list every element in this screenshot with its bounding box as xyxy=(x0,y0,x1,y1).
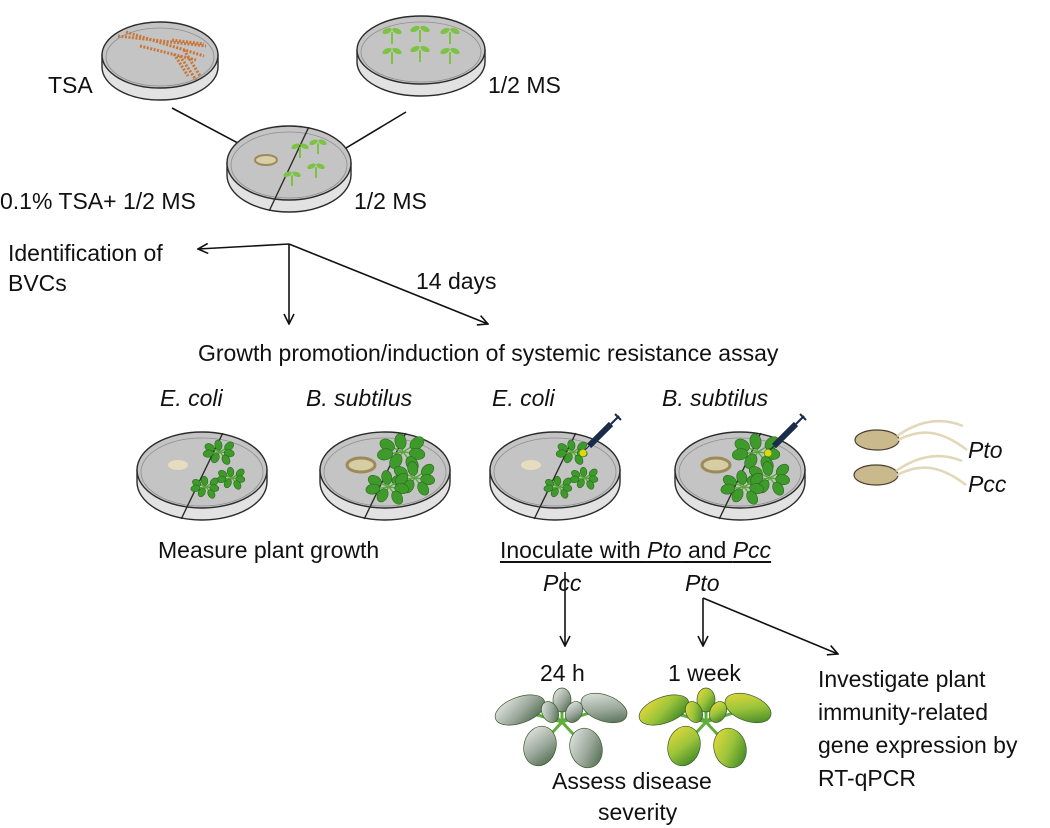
plate-ecoli-inoculated-agar xyxy=(489,431,621,509)
label-24h: 24 h xyxy=(540,660,585,686)
label-ecoli-1: E. coli xyxy=(160,385,223,411)
bacterial-streak xyxy=(178,55,198,81)
tsa-colony xyxy=(254,154,278,166)
seedling xyxy=(382,47,402,64)
plate-ecoli-growth xyxy=(136,431,268,521)
label-investigate-1: Investigate plant xyxy=(818,666,986,692)
rosette xyxy=(720,470,764,505)
label-tsa: TSA xyxy=(48,72,93,98)
plates-layer xyxy=(101,15,806,521)
label-assess-2: severity xyxy=(598,799,678,825)
plate-ecoli-inoculated-syringe xyxy=(579,413,622,457)
colony-ring xyxy=(345,456,377,474)
bacterial-streak xyxy=(182,49,202,77)
label-inoculate: Inoculate with Pto and Pcc xyxy=(500,537,771,563)
seedling xyxy=(440,47,460,64)
plate-bsub-growth xyxy=(319,431,451,521)
plant-pcc-diseased xyxy=(494,687,628,769)
plate-ecoli-growth-rim xyxy=(140,437,264,507)
rosette xyxy=(216,466,246,490)
bacterial-streak xyxy=(172,53,190,77)
rosette xyxy=(377,433,426,472)
plate-divided xyxy=(226,125,352,213)
label-investigate-4: RT-qPCR xyxy=(818,765,916,791)
seedling xyxy=(410,25,430,42)
plate-bsub-growth-rim xyxy=(323,437,447,507)
plate-bsub-inoculated-rim xyxy=(678,437,802,507)
plate-ecoli-growth-agar xyxy=(136,431,268,509)
label-branch-pto: Pto xyxy=(685,570,720,596)
inoculate-pto: Pto xyxy=(647,537,682,563)
extras-layer xyxy=(494,413,968,769)
plate-ecoli-inoculated xyxy=(489,431,621,521)
bacterium-pcc xyxy=(853,454,967,486)
bacterial-streak xyxy=(139,44,197,62)
rosette xyxy=(543,475,573,499)
seedling xyxy=(283,171,301,186)
colony-ring xyxy=(700,456,732,474)
inoculate-and: and xyxy=(681,537,733,563)
plate-half-ms-rim xyxy=(360,21,482,83)
rosette xyxy=(190,475,220,499)
label-bsub-2: B. subtilus xyxy=(662,385,769,411)
inoculum-droplet xyxy=(764,449,772,457)
plate-bsub-inoculated xyxy=(674,431,806,521)
inoculate-text: Inoculate with xyxy=(500,537,648,563)
label-1week: 1 week xyxy=(668,660,741,686)
seedling xyxy=(307,163,325,178)
label-measure: Measure plant growth xyxy=(158,537,380,563)
plate-bsub-inoculated-syringe xyxy=(764,413,807,457)
rosette xyxy=(202,439,235,465)
seedling xyxy=(382,27,402,44)
colony-small xyxy=(168,460,188,470)
seedling xyxy=(440,27,460,44)
plate-divided-agar xyxy=(226,125,352,201)
bacterial-streak xyxy=(125,30,205,58)
rosette xyxy=(569,466,599,490)
label-pcc-legend: Pcc xyxy=(968,471,1007,497)
label-investigate-3: gene expression by xyxy=(818,732,1018,758)
label-half-ms-top: 1/2 MS xyxy=(488,72,561,98)
seedling xyxy=(291,143,309,158)
bacterial-streak xyxy=(117,34,207,48)
colony-small xyxy=(521,460,541,470)
bacterium-pto xyxy=(854,419,968,451)
label-branch-pcc: Pcc xyxy=(543,570,582,596)
rosette xyxy=(365,470,409,505)
label-identification: Identification of xyxy=(8,240,163,266)
label-tsa-ms: 0.1% TSA+ 1/2 MS xyxy=(0,188,196,214)
plate-tsa xyxy=(101,21,219,101)
arrow-14-days xyxy=(288,243,488,324)
bacterial-streak xyxy=(171,38,205,46)
inoculum-droplet xyxy=(579,449,587,457)
arrow-pto-investigate xyxy=(702,597,838,654)
seedling xyxy=(410,45,430,62)
plate-tsa-rim xyxy=(105,27,215,87)
plate-divided-divider xyxy=(268,126,310,212)
label-assay: Growth promotion/induction of systemic r… xyxy=(198,340,779,366)
plate-divided-rim xyxy=(230,131,348,199)
plant-pto-diseased xyxy=(638,687,772,769)
plate-half-ms xyxy=(356,15,486,97)
label-investigate-2: immunity-related xyxy=(818,699,988,725)
label-ecoli-2: E. coli xyxy=(492,385,555,411)
label-half-ms-mid: 1/2 MS xyxy=(354,188,427,214)
label-assess-1: Assess disease xyxy=(552,768,712,794)
seedling xyxy=(309,139,327,154)
plate-ecoli-inoculated-rim xyxy=(493,437,617,507)
inoculate-pcc: Pcc xyxy=(732,537,772,563)
label-14-days: 14 days xyxy=(416,268,497,294)
label-pto-legend: Pto xyxy=(968,437,1003,463)
label-bsub-1: B. subtilus xyxy=(306,385,413,411)
label-bvcs: BVCs xyxy=(8,270,67,296)
arrow-to-identification xyxy=(198,244,290,249)
